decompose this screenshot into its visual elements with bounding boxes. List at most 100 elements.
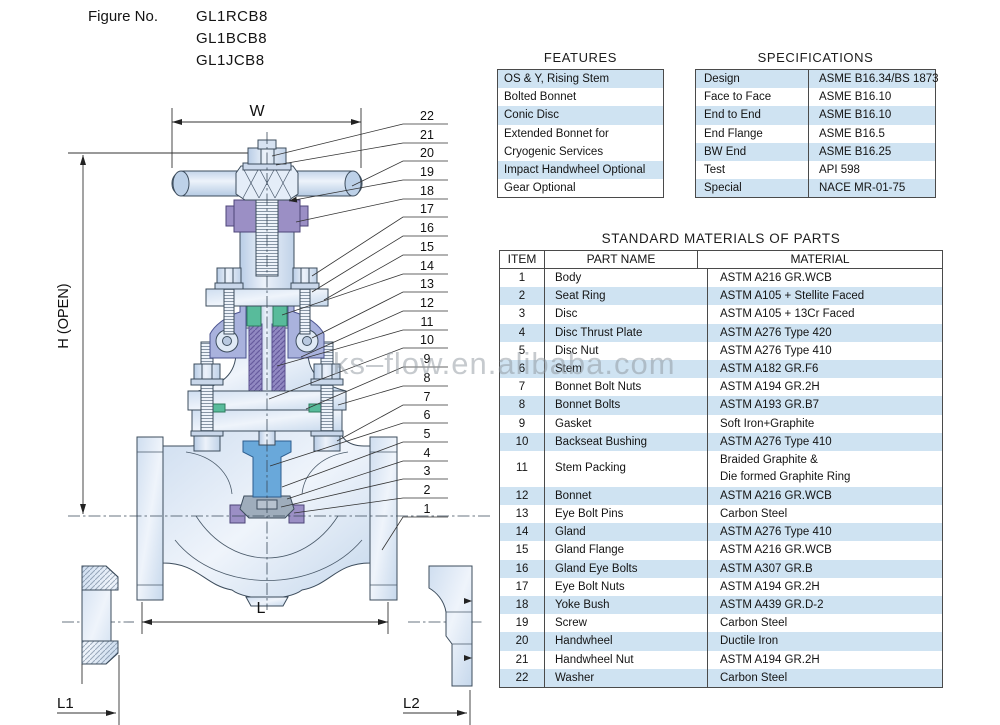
col-part-name: PART NAME [545, 251, 698, 268]
features-row: Bolted Bonnet [504, 91, 577, 104]
callout-leader [351, 160, 448, 187]
figure-code: GL1RCB8 [196, 8, 268, 25]
bonnet-bolt [310, 341, 344, 452]
dimension-h [68, 152, 252, 514]
valve-cross-section-drawing: W H (OPEN) L L1 L2 222120191817161514131… [56, 103, 492, 725]
callout-number: 10 [420, 333, 434, 347]
callout-leader [311, 291, 448, 339]
callout-leader [276, 329, 448, 367]
callout-leader [286, 460, 448, 500]
callout-leader [288, 179, 448, 203]
stem-packing [248, 323, 263, 393]
callout-leader [381, 516, 448, 551]
callout-number: 15 [420, 240, 434, 254]
figure-code: GL1BCB8 [196, 30, 268, 47]
callout-leader [311, 235, 448, 293]
callout-number: 14 [420, 259, 434, 273]
materials-title: STANDARD MATERIALS OF PARTS [601, 231, 841, 246]
callout-leader [275, 142, 448, 166]
gland-eye-bolt [290, 267, 320, 335]
callout-leader [280, 478, 448, 508]
gland-eye-bolt [214, 267, 244, 335]
figure-code: GL1JCB8 [196, 52, 265, 69]
callout-leader [300, 310, 448, 358]
callout-number: 6 [424, 408, 431, 422]
gasket [212, 403, 226, 413]
features-row: Gear Optional [504, 182, 576, 195]
figure-no-label: Figure No. [88, 8, 159, 25]
callout-leader [305, 366, 448, 410]
col-material: MATERIAL [790, 252, 850, 266]
materials-header: ITEM PART NAME MATERIAL [500, 251, 942, 269]
eye-bolt-pin [222, 336, 232, 346]
dimension-w [171, 108, 362, 168]
callout-number: 13 [420, 277, 434, 291]
callout-number: 12 [420, 296, 434, 310]
callout-leader [336, 404, 448, 442]
callout-number: 22 [420, 109, 434, 123]
dim-label-l2: L2 [403, 695, 420, 712]
specifications-title: SPECIFICATIONS [757, 50, 874, 65]
buttweld-end-piece [81, 565, 120, 725]
stem-packing [271, 323, 286, 393]
col-item: ITEM [500, 251, 545, 268]
features-row: Conic Disc [498, 106, 663, 125]
callout-number: 4 [424, 446, 431, 460]
callout-leader [269, 422, 448, 467]
callout-leader [271, 123, 448, 157]
callout-number: 18 [420, 184, 434, 198]
bonnet-bolt [190, 341, 224, 452]
callout-leader [293, 497, 448, 514]
callout-leader [268, 347, 448, 400]
callout-number: 16 [420, 221, 434, 235]
callout-number: 1 [424, 502, 431, 516]
features-row: OS & Y, Rising Stem [498, 70, 663, 89]
dim-label-l1: L1 [57, 695, 74, 712]
callout-number: 17 [420, 202, 434, 216]
callout-leader [323, 254, 448, 301]
callout-number: 20 [420, 146, 434, 160]
flanged-end-piece [428, 565, 473, 725]
callout-number: 5 [424, 427, 431, 441]
dim-label-l: L [257, 600, 266, 617]
callout-number: 7 [424, 390, 431, 404]
features-title: FEATURES [543, 50, 618, 65]
callout-number: 2 [424, 483, 431, 497]
dim-label-h: H (OPEN) [56, 283, 72, 348]
callout-number: 8 [424, 371, 431, 385]
callout-leader [281, 273, 448, 316]
callout-number: 9 [424, 352, 431, 366]
features-row: Impact Handwheel Optional [498, 161, 663, 180]
callout-number: 3 [424, 464, 431, 478]
